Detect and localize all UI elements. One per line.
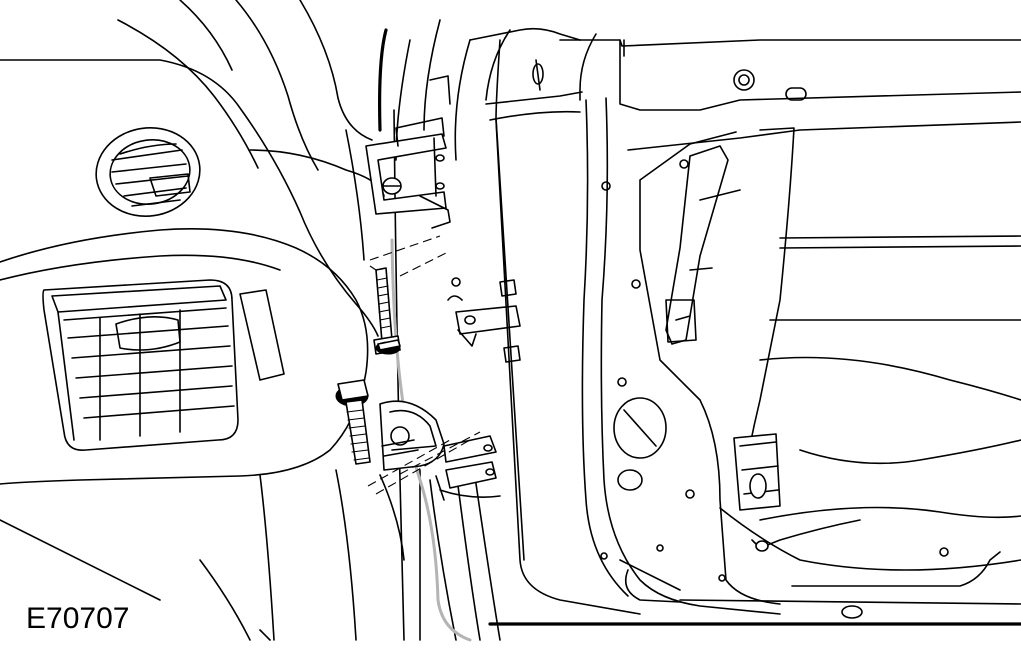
- dashboard-trim-panel: [0, 0, 421, 641]
- bolt-alignment-guides: [367, 235, 481, 495]
- round-air-vent: [95, 127, 201, 217]
- figure-reference-code: E70707: [26, 602, 130, 635]
- upper-door-hinge: [365, 117, 451, 229]
- door-check-strap: [447, 277, 521, 363]
- rectangular-air-vent: [42, 279, 285, 451]
- upper-hinge-bolt: [373, 267, 401, 355]
- lower-hinge-bolt: [335, 379, 371, 465]
- door-shell: [469, 27, 1021, 626]
- lower-door-hinge: [379, 400, 501, 501]
